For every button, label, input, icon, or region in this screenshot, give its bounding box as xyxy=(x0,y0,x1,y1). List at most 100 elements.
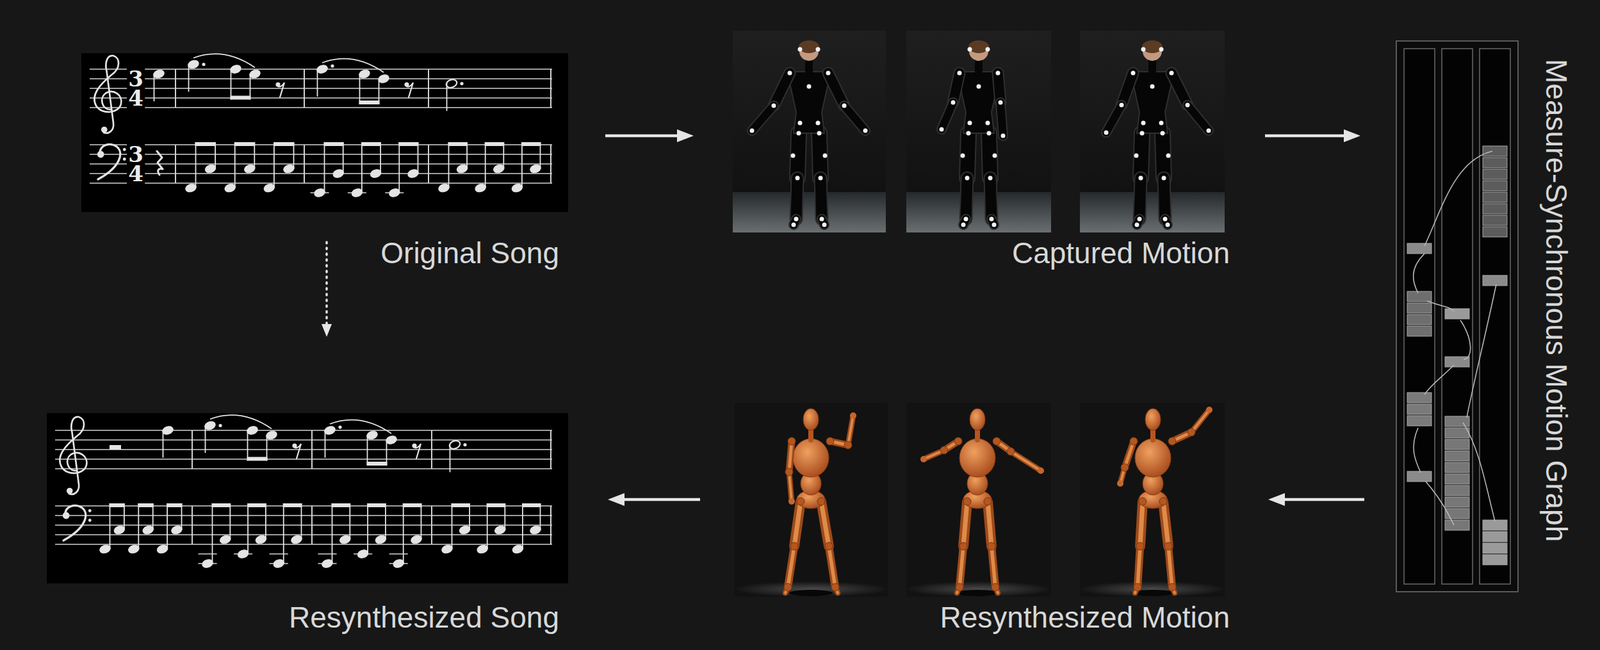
score-illustration xyxy=(230,69,232,100)
score-illustration xyxy=(210,415,272,429)
score-illustration xyxy=(62,505,92,541)
mocap-photo xyxy=(1119,103,1125,108)
motion-graph xyxy=(1482,531,1508,542)
mannequin-render xyxy=(783,583,792,592)
mocap-photo xyxy=(1130,71,1175,134)
mannequin-render xyxy=(1079,402,1225,597)
score-illustration xyxy=(89,144,553,146)
mocap-photo xyxy=(844,105,866,131)
score-illustration xyxy=(59,416,87,495)
motion-graph xyxy=(1482,520,1508,531)
mocap-photo xyxy=(822,222,827,228)
mannequin-render xyxy=(849,412,857,419)
score-illustration xyxy=(367,503,369,555)
mannequin-render xyxy=(734,581,888,597)
mannequin-render xyxy=(987,501,992,547)
score-illustration xyxy=(466,142,468,170)
score-illustration xyxy=(414,443,421,459)
mocap-photo xyxy=(773,73,790,106)
motion-graph xyxy=(1407,326,1432,337)
mannequin-render xyxy=(987,542,996,551)
mannequin-render xyxy=(1120,463,1129,472)
score-illustration xyxy=(55,514,553,517)
flow-arrow xyxy=(605,134,678,138)
mocap-photo xyxy=(992,222,997,228)
score-illustration xyxy=(459,81,464,86)
motion-graph xyxy=(1407,392,1432,403)
mocap-photo xyxy=(1131,71,1136,76)
mocap-photo xyxy=(951,100,956,106)
score-illustration xyxy=(229,503,231,540)
mannequin-render xyxy=(790,542,799,551)
mocap-photo xyxy=(1161,176,1167,181)
motion-graph xyxy=(1460,320,1471,360)
score-illustration xyxy=(204,425,207,453)
score-illustration xyxy=(359,74,361,106)
score-illustration xyxy=(522,503,541,508)
score-illustration xyxy=(191,430,193,469)
mocap-photo xyxy=(787,71,793,76)
mocap-photo xyxy=(797,133,799,179)
score-illustration xyxy=(59,416,87,495)
score-illustration xyxy=(234,142,236,189)
score-illustration xyxy=(361,142,382,147)
mannequin-render xyxy=(794,501,801,547)
mocap-photo xyxy=(965,178,968,220)
motion-graph xyxy=(1444,308,1470,319)
score-illustration xyxy=(94,55,122,134)
mannequin-render xyxy=(789,472,792,502)
mocap-photo xyxy=(966,131,972,136)
derivation-arrow xyxy=(325,242,328,325)
score-illustration xyxy=(349,503,351,540)
mocap-photo xyxy=(1139,178,1141,220)
mocap-photo xyxy=(796,178,798,220)
panel-caption: Resynthesized Motion xyxy=(939,600,1230,635)
score-illustration xyxy=(324,142,344,147)
flow-arrow xyxy=(1265,134,1345,138)
score-illustration xyxy=(550,430,552,469)
score-illustration xyxy=(247,430,249,462)
score-illustration xyxy=(522,503,524,550)
score-illustration xyxy=(521,142,541,147)
score-illustration xyxy=(94,55,122,134)
motion-graph xyxy=(1413,427,1421,473)
mocap-photo xyxy=(798,40,820,54)
mocap-photo xyxy=(1162,133,1164,179)
mannequin-render xyxy=(1191,409,1210,433)
mannequin-render xyxy=(1163,501,1169,547)
mannequin-render xyxy=(734,402,1225,597)
score-illustration xyxy=(55,468,553,470)
motion-graph xyxy=(1444,508,1470,519)
motion-graph xyxy=(1444,485,1470,496)
mocap-photo xyxy=(1185,103,1191,108)
score-illustration xyxy=(63,505,86,541)
mannequin-render xyxy=(788,498,795,505)
motion-graph xyxy=(1425,481,1454,526)
mannequin-render xyxy=(787,546,795,588)
score-illustration xyxy=(166,503,168,550)
score-illustration xyxy=(303,69,305,108)
mocap-photo xyxy=(906,30,1052,233)
mannequin-render xyxy=(959,542,968,551)
score-illustration xyxy=(539,503,542,531)
mannequin-render xyxy=(824,542,833,551)
mannequin-render xyxy=(1010,451,1041,471)
score-illustration xyxy=(448,142,450,189)
score-illustration xyxy=(89,78,553,80)
score-illustration xyxy=(181,503,183,531)
mocap-photo xyxy=(1148,58,1157,74)
panel-caption: Captured Motion xyxy=(1012,236,1230,271)
mannequin-render xyxy=(848,415,854,446)
mocap-photo xyxy=(967,133,969,179)
motion-graph xyxy=(1396,40,1519,592)
mocap-photo xyxy=(1163,178,1166,220)
mocap-photo xyxy=(817,131,822,136)
mannequin-render xyxy=(789,441,792,473)
mannequin-render xyxy=(734,402,888,597)
motion-graph xyxy=(1407,471,1432,482)
mannequin-render xyxy=(906,402,1052,597)
score-illustration xyxy=(89,182,553,184)
mannequin-render xyxy=(987,501,992,547)
mocap-photo xyxy=(941,102,954,130)
mocap-photo xyxy=(1134,153,1139,159)
